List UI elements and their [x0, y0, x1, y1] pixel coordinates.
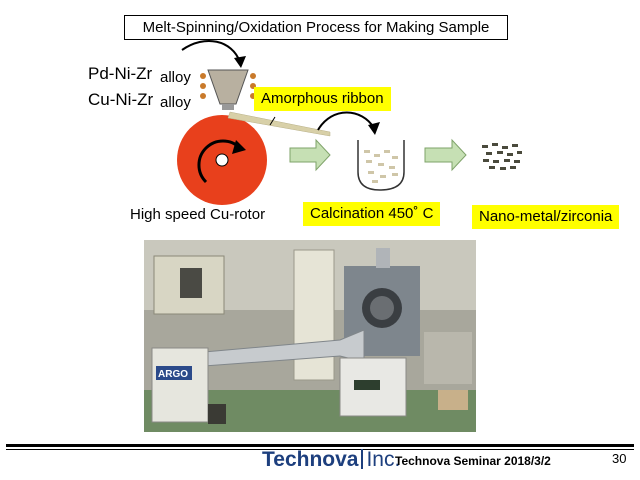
page-number: 30	[612, 451, 627, 466]
argon-label: ARGO	[158, 369, 188, 380]
process-arrow-icon	[289, 138, 331, 172]
alloy-pd-ni-zr: Pd-Ni-Zr	[88, 64, 152, 84]
seminar-label: Technova Seminar 2018/3/2	[395, 454, 551, 468]
transfer-arrow-icon	[317, 111, 375, 131]
product-label: Nano-metal/zirconia	[472, 205, 620, 229]
alloy-name: Cu-Ni-Zr	[88, 90, 154, 109]
rotor-label: High speed Cu-rotor	[130, 206, 266, 223]
footer-rule	[6, 444, 634, 447]
ribbon-strip	[227, 111, 331, 137]
alloy-suffix: alloy	[160, 69, 191, 86]
nano-particles-icon	[482, 143, 522, 170]
feed-arrow-icon	[181, 40, 241, 63]
footer-rule-thin	[6, 449, 634, 450]
process-diagram	[177, 40, 522, 205]
calcination-label: Calcination 450˚ C	[303, 202, 441, 226]
alloy-name: Pd-Ni-Zr	[88, 64, 153, 83]
alloy-cu-ni-zr: Cu-Ni-Zr	[88, 90, 153, 110]
rotor-icon	[177, 115, 267, 205]
amorphous-ribbon-label: Amorphous ribbon	[254, 87, 391, 111]
apparatus-photo: ARGO	[144, 240, 476, 432]
crucible-icon	[200, 69, 256, 110]
alloy-suffix: alloy	[160, 94, 191, 111]
slide-title: Melt-Spinning/Oxidation Process for Maki…	[124, 15, 508, 40]
crucible-dish-icon	[357, 140, 405, 191]
process-arrow-icon	[424, 138, 467, 172]
